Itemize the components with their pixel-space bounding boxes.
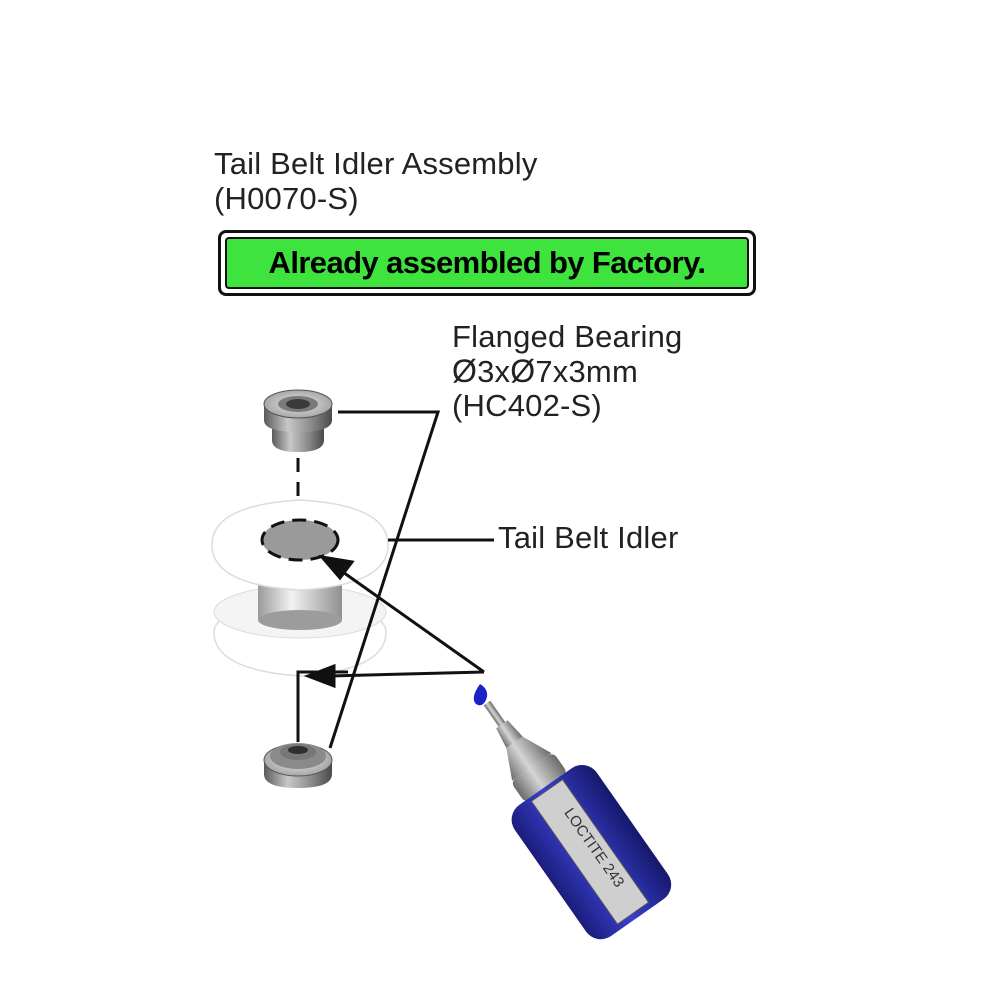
flanged-bearing-label: Flanged Bearing Ø3xØ7x3mm (HC402-S) [452, 320, 683, 423]
bottom-flanged-bearing [263, 743, 333, 788]
bearing-part-number: (HC402-S) [452, 388, 602, 423]
tail-belt-idler-label: Tail Belt Idler [498, 520, 679, 555]
bearing-name: Flanged Bearing [452, 319, 683, 354]
glue-drop-icon [473, 684, 488, 706]
assembly-part-number: (H0070-S) [214, 181, 359, 216]
bearing-leader-lines [328, 410, 441, 749]
top-flanged-bearing [263, 389, 333, 452]
loctite-bottle: LOCTITE 243 [483, 700, 672, 940]
assembly-title: Tail Belt Idler Assembly (H0070-S) [214, 146, 538, 216]
factory-assembled-banner: Already assembled by Factory. [218, 230, 756, 296]
assembly-name: Tail Belt Idler Assembly [214, 146, 538, 181]
bearing-inner-diameter: 3x [477, 354, 511, 389]
diameter-symbol-1: Ø [452, 353, 478, 389]
diameter-symbol-2: Ø [510, 353, 536, 389]
bearing-outer-dims: 7x3mm [535, 354, 638, 389]
loctite-application-arrows [303, 554, 485, 689]
bearing-dimensions: Ø3xØ7x3mm [452, 354, 683, 389]
factory-assembled-text: Already assembled by Factory. [225, 237, 749, 289]
